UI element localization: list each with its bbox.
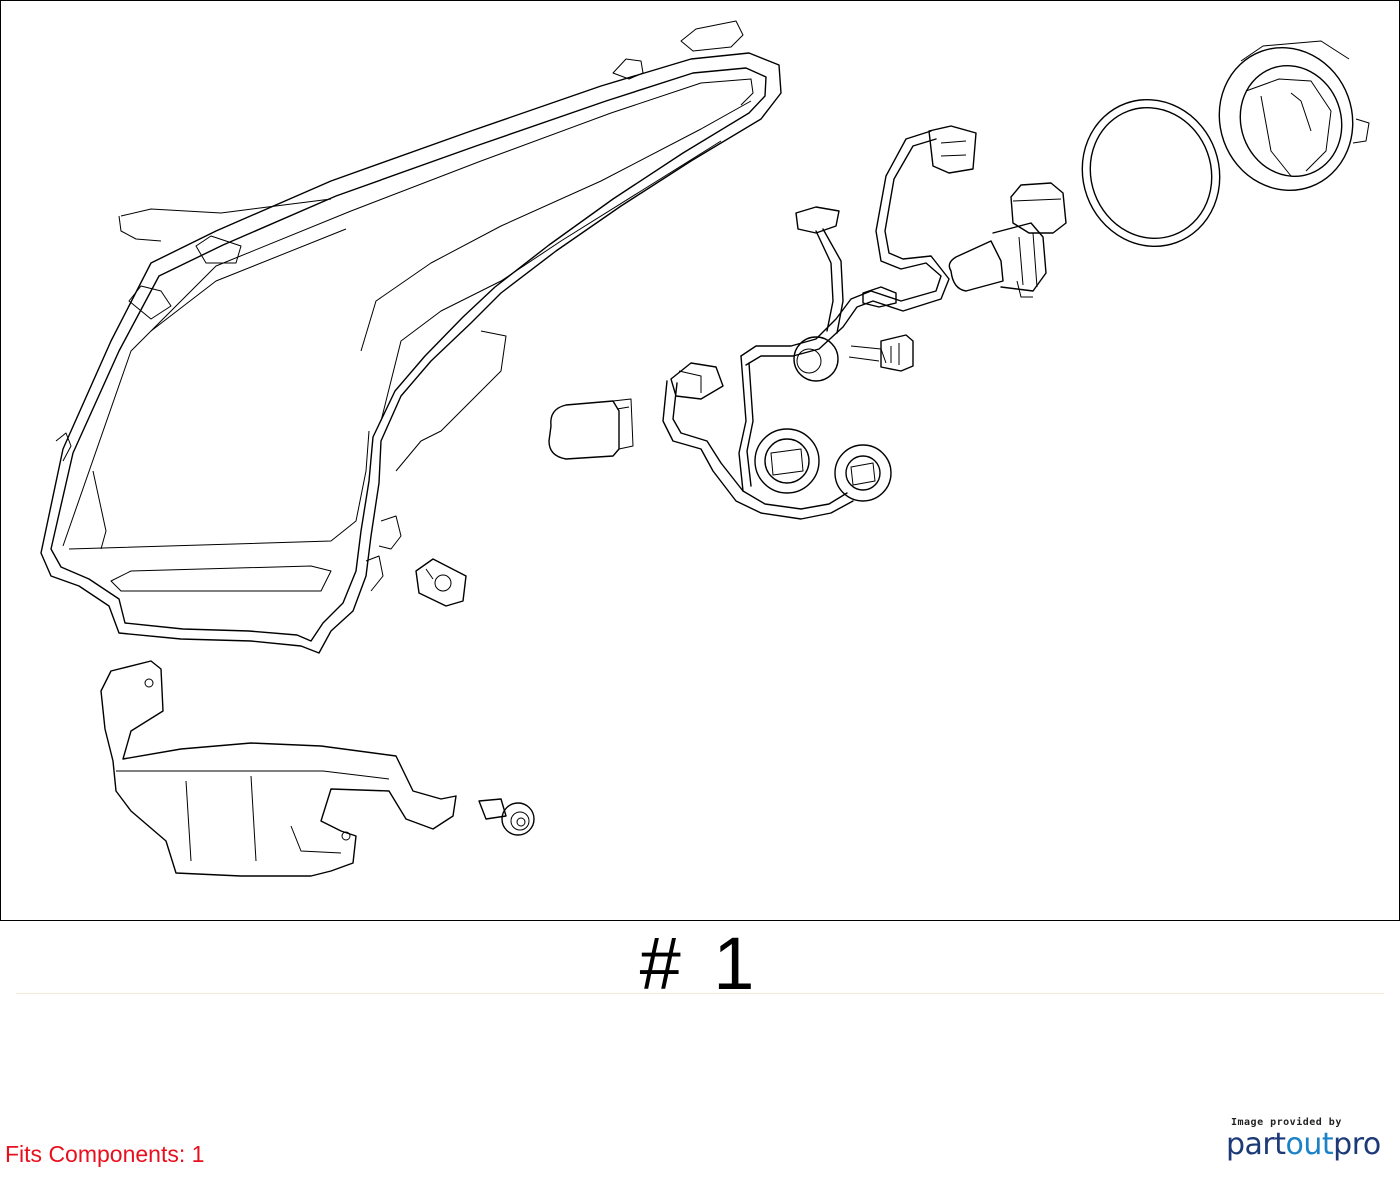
- halogen-bulb: [948, 182, 1067, 298]
- credit-text: Image provided by: [1231, 1117, 1342, 1128]
- wiring-harness: [662, 125, 977, 520]
- dust-cap-retainer: [1218, 40, 1370, 192]
- parts-diagram: [0, 0, 1400, 921]
- bolt: [478, 798, 535, 836]
- mounting-bracket: [100, 660, 457, 877]
- socket: [754, 336, 892, 502]
- wedge-bulb: [548, 398, 634, 460]
- nut-clip: [415, 558, 467, 607]
- headlamp-housing: [40, 20, 782, 654]
- image-provider-credit: Image provided by partoutpro: [1226, 1117, 1386, 1162]
- fits-components-label: Fits Components: 1: [5, 1141, 205, 1167]
- o-ring-seal: [1081, 98, 1221, 248]
- partoutpro-logo: partoutpro: [1226, 1128, 1386, 1162]
- brand-accent: out: [1285, 1127, 1334, 1162]
- brand-suffix: pro: [1333, 1127, 1381, 1162]
- exploded-view-drawing: [40, 20, 1370, 877]
- divider: [16, 993, 1384, 994]
- brand-prefix: part: [1226, 1127, 1286, 1162]
- callout-number: # 1: [639, 922, 761, 1005]
